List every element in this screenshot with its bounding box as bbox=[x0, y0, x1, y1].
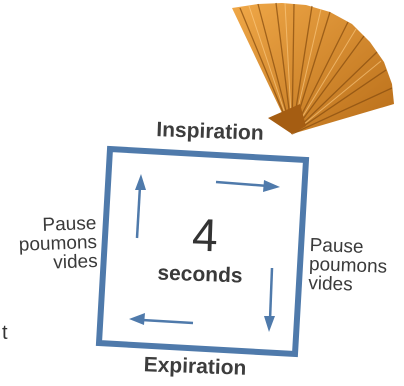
duration-number: 4 bbox=[191, 208, 219, 262]
cropped-text-fragment: t bbox=[2, 322, 8, 344]
duration-unit: seconds bbox=[157, 261, 243, 288]
inspiration-label: Inspiration bbox=[155, 118, 265, 145]
expiration-label: Expiration bbox=[143, 353, 247, 380]
pause-left-label: Pause poumons vides bbox=[6, 213, 99, 274]
arrow-right-icon bbox=[215, 180, 280, 192]
arrow-up-icon bbox=[135, 174, 146, 239]
arrow-down-icon bbox=[264, 267, 275, 332]
arrow-left-icon bbox=[129, 313, 194, 325]
breathing-square bbox=[95, 145, 310, 358]
folded-paper-fan-icon bbox=[232, 2, 394, 135]
pause-right-label: Pause poumons vides bbox=[308, 235, 400, 296]
